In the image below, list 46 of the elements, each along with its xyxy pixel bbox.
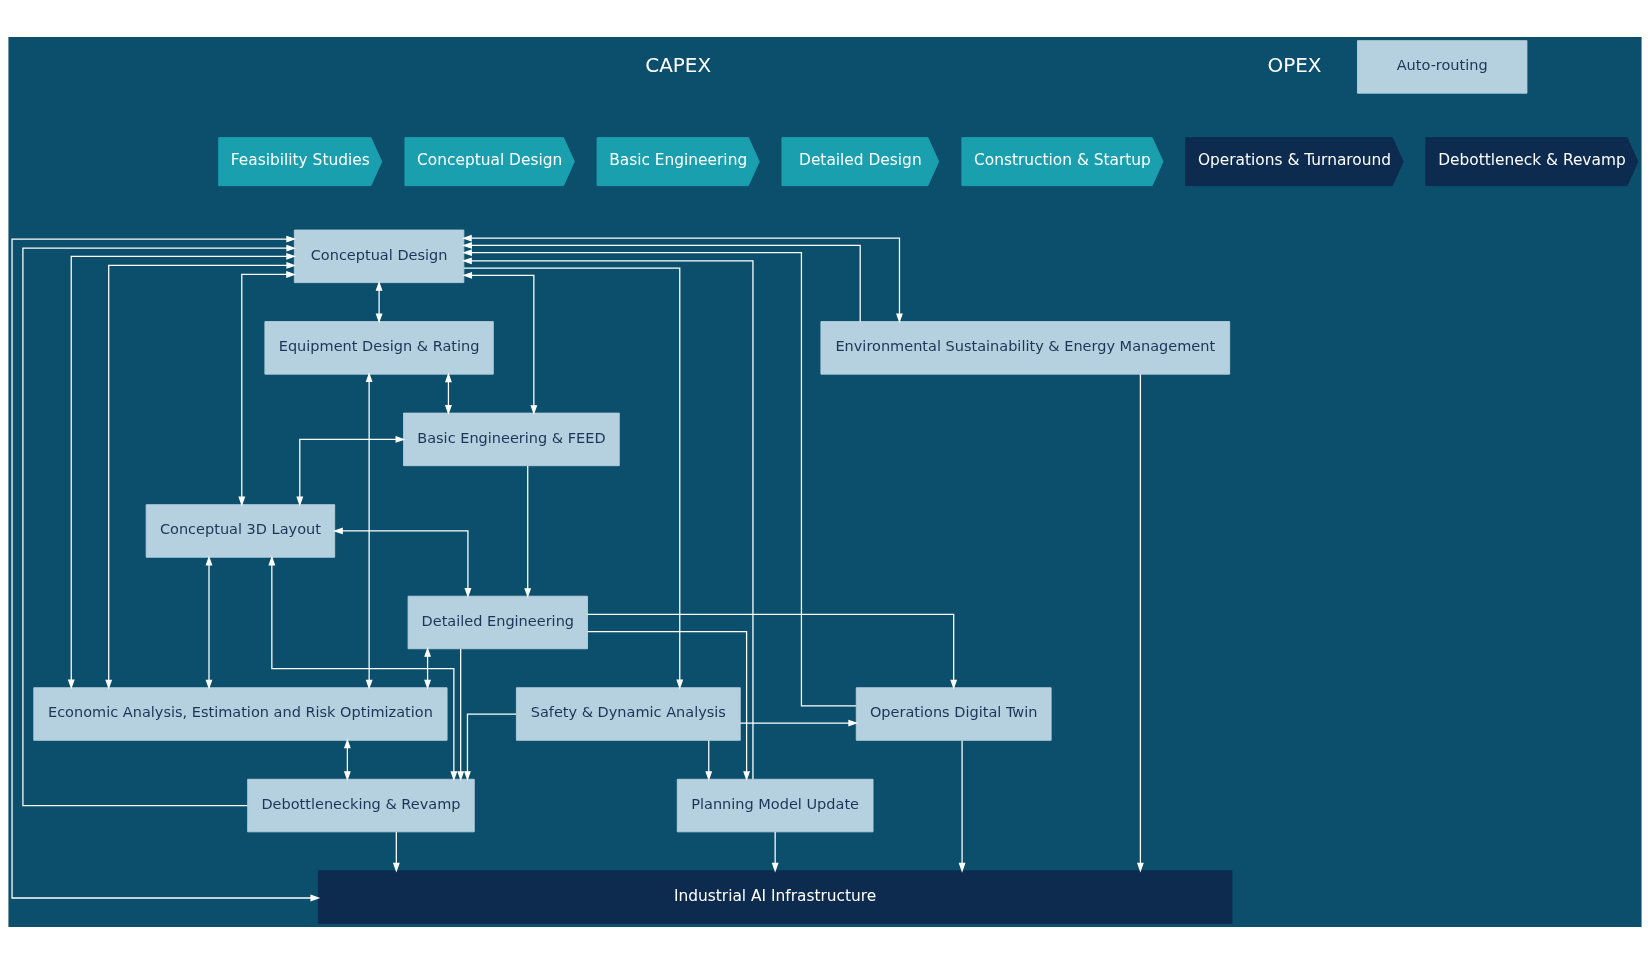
label: CAPEX [645,53,712,77]
node-box: Industrial AI Infrastructure [317,870,1233,924]
arrow [365,372,373,690]
node-box: Equipment Design & Rating [264,321,494,375]
node-box: Conceptual Design [293,229,465,284]
arrow [587,613,958,690]
arrow [268,555,458,782]
arrow [205,555,213,690]
node-box: Environmental Sustainability & Energy Management [820,321,1231,375]
arrow [445,372,452,415]
arrow [462,271,538,415]
node-box: Debottlenecking & Revamp [247,778,475,833]
arrow [705,739,713,782]
label: OPEX [1267,53,1322,77]
arrow [105,261,297,690]
node-box: Basic Engineering & FEED [403,412,620,467]
arrow [424,647,431,690]
arrow [392,831,400,873]
arrow [771,831,779,873]
node-box: Planning Model Update [676,778,874,833]
arrow [1136,373,1144,873]
arrow [464,713,517,781]
arrow [343,738,351,782]
arrow [739,719,859,727]
arrow [461,234,903,324]
arrow [333,527,472,598]
arrow [22,244,297,807]
node-box: Economic Analysis, Estimation and Risk Optimization [33,687,448,741]
arrow [524,465,532,599]
arrow [296,435,406,507]
node-box: Safety & Dynamic Analysis [515,687,741,741]
arrow [587,630,751,782]
arrow [457,648,465,782]
arrow [463,267,684,690]
node-box: Detailed Engineering [407,595,588,650]
node-box: Conceptual 3D Layout [145,504,336,558]
arrow [462,257,754,780]
arrow [11,235,321,902]
arrow [375,280,383,324]
arrow [958,740,966,873]
arrow [462,249,857,707]
node-box: Auto-routing [1357,40,1528,94]
arrow [67,252,297,690]
arrow [462,242,861,323]
node-box: Operations Digital Twin [855,687,1052,741]
arrow [238,271,296,507]
